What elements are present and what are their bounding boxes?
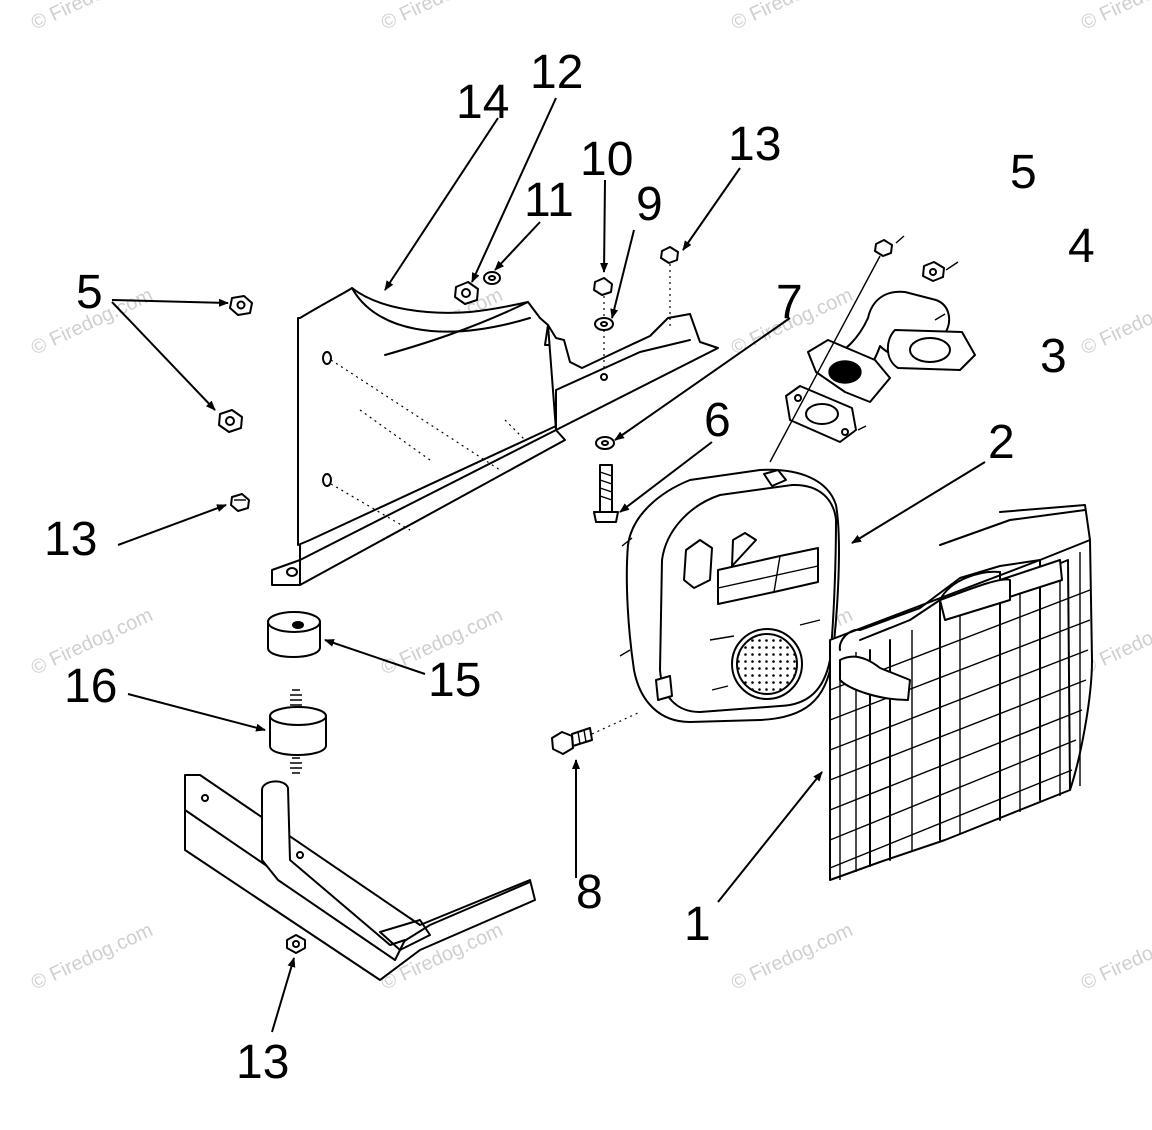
flange-nut [218, 409, 243, 433]
callout-7: 7 [776, 276, 803, 329]
callout-11: 11 [524, 174, 574, 227]
watermark: © Firedog.com [728, 0, 856, 35]
watermark: © Firedog.com [1078, 919, 1152, 994]
flange-nut [874, 239, 893, 257]
callout-13: 13 [728, 118, 781, 171]
callout-10: 10 [580, 133, 633, 186]
flange-nut [593, 277, 613, 296]
callout-14: 14 [456, 76, 509, 129]
callout-15: 15 [428, 654, 481, 707]
washer [594, 317, 614, 331]
callout-13: 13 [236, 1036, 289, 1089]
exhaust-pipe [807, 235, 976, 403]
callout-1: 1 [684, 898, 711, 951]
callout-4: 4 [1068, 220, 1095, 273]
leader-lines [111, 97, 986, 1033]
watermark: © Firedog.com [728, 919, 856, 994]
base-frame-rail [184, 774, 536, 981]
muffler [619, 468, 840, 723]
hex-bolt [593, 464, 619, 523]
callout-labels: 14 12 10 11 9 13 5 4 3 5 7 6 2 13 16 15 … [44, 46, 1095, 1089]
flange-nut [230, 493, 250, 512]
rubber-mount [267, 611, 321, 658]
muffler-guard [829, 504, 1093, 881]
callout-13: 13 [44, 513, 97, 566]
flange-nut [286, 934, 306, 954]
flange-nut [229, 295, 253, 316]
hex-bolt [551, 727, 593, 755]
washer [595, 436, 615, 450]
watermark: © Firedog.com [28, 919, 156, 994]
watermark: © Firedog.com [378, 0, 506, 35]
callout-5: 5 [1010, 146, 1037, 199]
watermark: © Firedog.com [1078, 284, 1152, 359]
hardware [218, 239, 945, 954]
callout-6: 6 [704, 394, 731, 447]
callout-12: 12 [530, 46, 583, 99]
callout-9: 9 [636, 178, 663, 231]
hex-nut [454, 281, 479, 305]
washer [483, 271, 501, 285]
callout-3: 3 [1040, 330, 1067, 383]
callout-2: 2 [988, 416, 1015, 469]
heat-shield-bracket [271, 287, 719, 586]
rubber-mount-stud [269, 689, 327, 774]
flange-nut [922, 261, 945, 282]
callout-5: 5 [76, 266, 103, 319]
watermark: © Firedog.com [1078, 0, 1152, 35]
callout-8: 8 [576, 866, 603, 919]
flange-nut [660, 246, 679, 264]
callout-16: 16 [64, 660, 117, 713]
watermark: © Firedog.com [28, 0, 156, 35]
